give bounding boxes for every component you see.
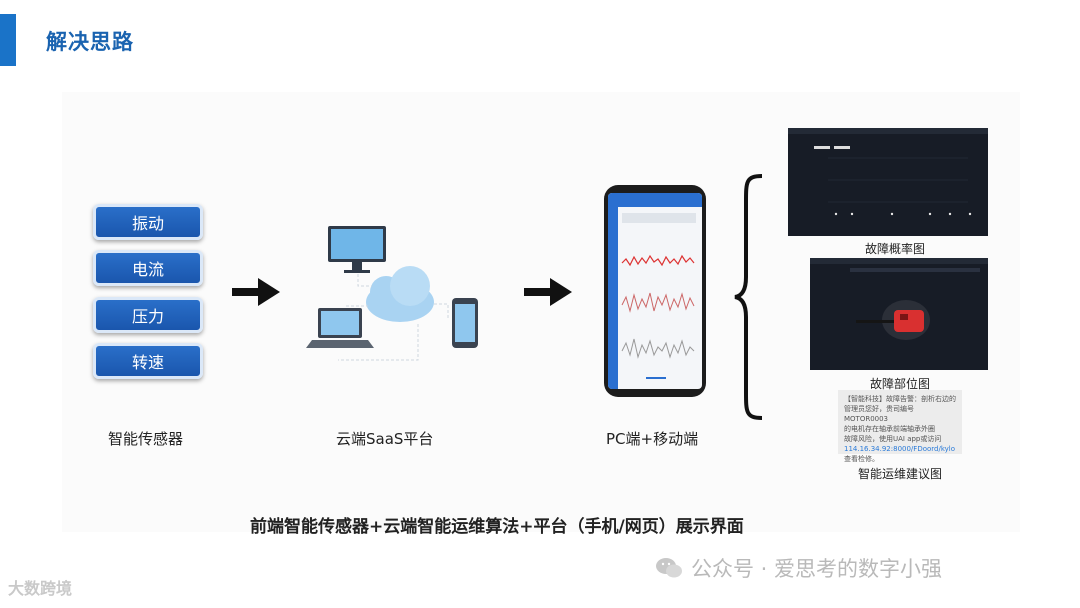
cloud-platform-illustration <box>306 226 478 361</box>
arrow-right-icon <box>232 278 280 306</box>
phone-app-charts <box>608 193 702 389</box>
cloud-caption: 云端SaaS平台 <box>336 430 434 448</box>
sensors-caption: 智能传感器 <box>108 430 184 448</box>
phone-screen <box>608 193 702 389</box>
fault-location-screenshot <box>810 258 988 370</box>
arrow-right-icon <box>524 278 572 306</box>
sensor-current: 电流 <box>93 250 203 286</box>
wechat-attribution: 公众号 · 爱思考的数字小强 <box>655 553 942 583</box>
sensor-speed: 转速 <box>93 343 203 379</box>
advice-tail: 查看检修。 <box>844 455 879 463</box>
wechat-text: 公众号 · 爱思考的数字小强 <box>691 557 943 581</box>
advice-link-line: 114.16.34.92:8000/FDoord/kylo 查看检修。 <box>844 444 956 464</box>
laptop-icon <box>306 308 374 348</box>
advice-caption: 智能运维建议图 <box>858 467 943 481</box>
cloud-icon <box>366 266 434 322</box>
advice-line: 管理员您好，贵司编号MOTOR0003 <box>844 405 914 423</box>
curly-brace-icon <box>734 174 763 420</box>
title-accent-bar <box>0 14 16 66</box>
watermark-text: 大数跨境 <box>8 579 73 598</box>
fault-location-caption: 故障部位图 <box>870 377 931 391</box>
sensor-pressure: 压力 <box>93 297 203 333</box>
fault-probability-caption: 故障概率图 <box>865 242 926 256</box>
advice-line: 故障风险，使用UAI app或访问 <box>844 435 942 443</box>
advice-link: 114.16.34.92:8000/FDoord/kylo <box>844 445 956 453</box>
advice-line: 的电机存在轴承前端轴承外圈 <box>844 425 935 433</box>
fault-probability-screenshot <box>788 128 988 236</box>
monitor-icon <box>328 226 386 273</box>
summary-text: 前端智能传感器+云端智能运维算法+平台（手机/网页）展示界面 <box>250 517 744 537</box>
page-title: 解决思路 <box>46 30 134 54</box>
phone-icon <box>452 298 478 348</box>
advice-line: 【智能科技】故障告警：剖析右边的 <box>844 395 956 403</box>
sensor-vibration: 振动 <box>93 204 203 240</box>
advice-message-card: 【智能科技】故障告警：剖析右边的 管理员您好，贵司编号MOTOR0003 的电机… <box>838 390 962 463</box>
wechat-icon <box>655 556 683 580</box>
client-caption: PC端+移动端 <box>606 430 699 448</box>
